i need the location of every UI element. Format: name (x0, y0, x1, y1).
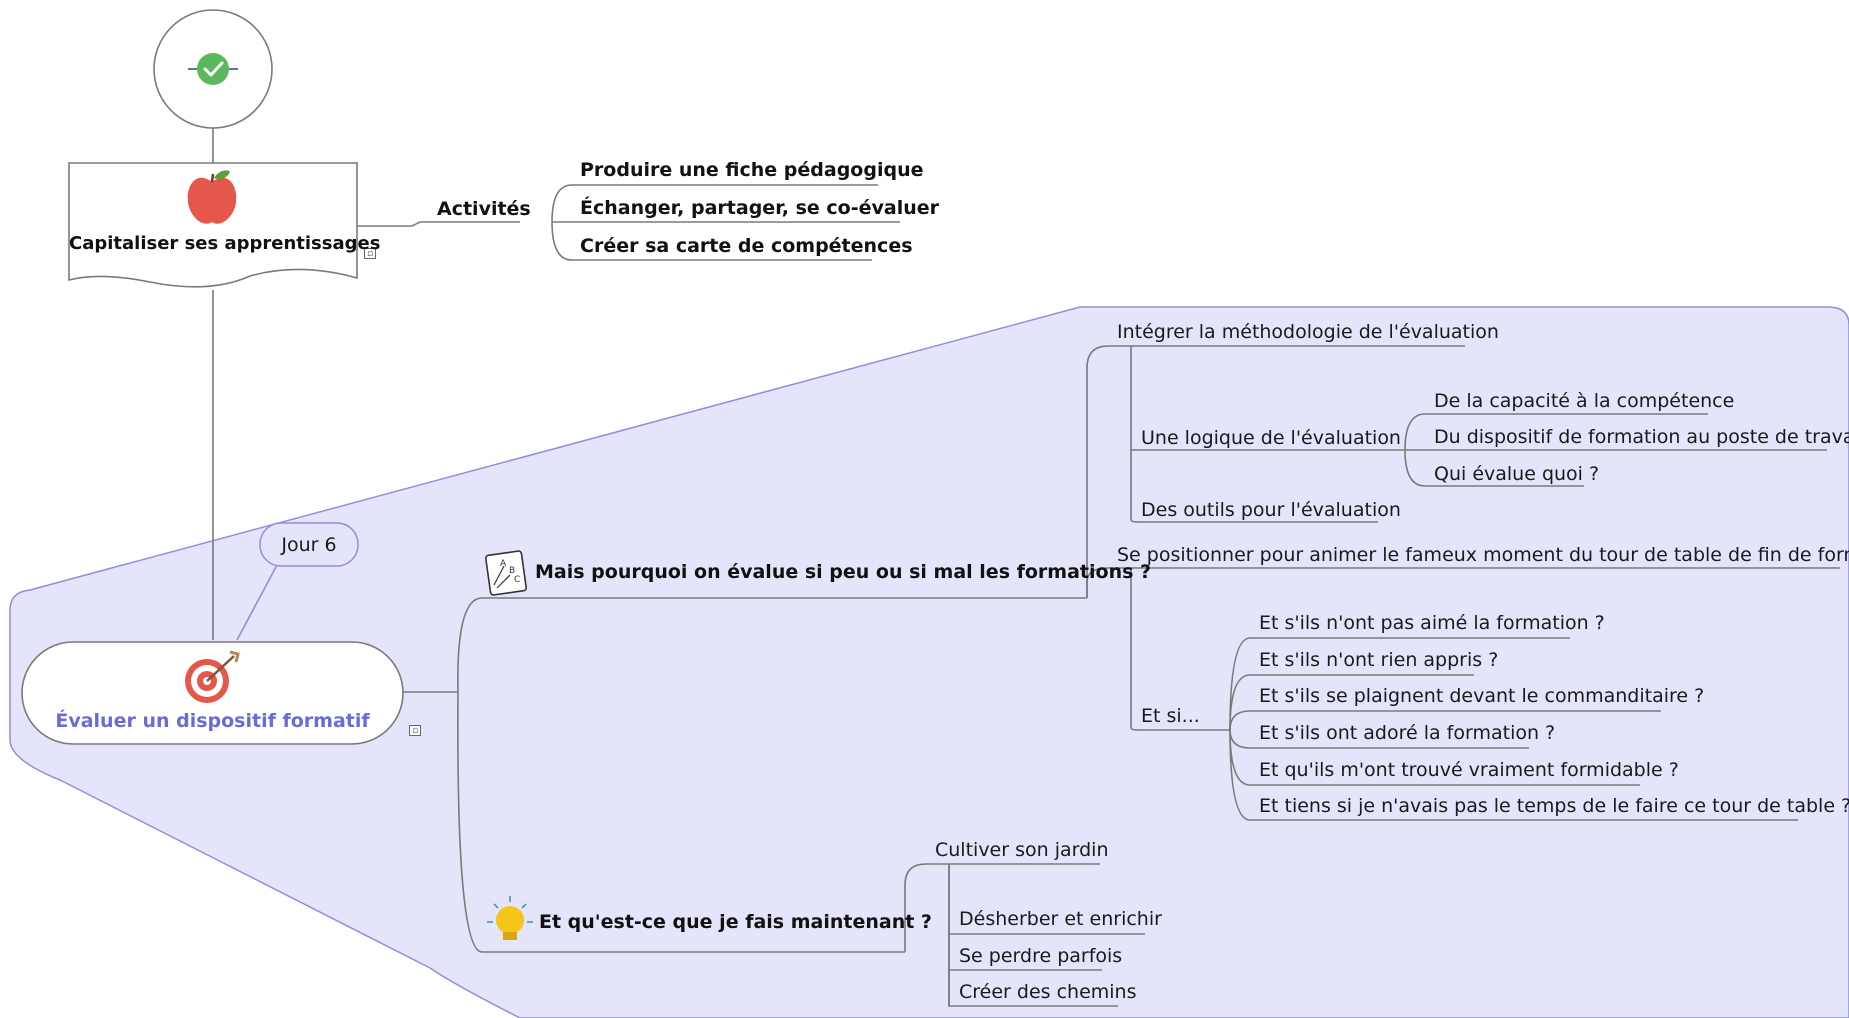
outils-item[interactable]: Des outils pour l'évaluation (1141, 499, 1401, 521)
activites-label[interactable]: Activités (437, 198, 531, 220)
etsi-child-3[interactable]: Et s'ils se plaignent devant le commandi… (1259, 685, 1705, 707)
callout-jour6[interactable]: Jour 6 (281, 534, 337, 556)
positionner-item[interactable]: Se positionner pour animer le fameux mom… (1117, 544, 1849, 566)
etsi-child-1[interactable]: Et s'ils n'ont pas aimé la formation ? (1259, 612, 1605, 634)
etsi-child-2[interactable]: Et s'ils n'ont rien appris ? (1259, 649, 1499, 671)
pourquoi-label[interactable]: Mais pourquoi on évalue si peu ou si mal… (535, 561, 1152, 583)
logique-child-1[interactable]: De la capacité à la compétence (1434, 390, 1735, 412)
collapse-toggle-capitaliser[interactable]: ▫ (364, 248, 376, 259)
integrer-item[interactable]: Intégrer la méthodologie de l'évaluation (1117, 321, 1499, 343)
evaluer-title: Évaluer un dispositif formatif (55, 710, 370, 732)
maintenant-label[interactable]: Et qu'est-ce que je fais maintenant ? (539, 911, 932, 933)
activite-item-3[interactable]: Créer sa carte de compétences (580, 235, 913, 257)
svg-text:B: B (509, 566, 515, 576)
jardin-child-1[interactable]: Désherber et enrichir (959, 908, 1162, 930)
boundary-region (9, 306, 1849, 1018)
jardin-child-3[interactable]: Créer des chemins (959, 981, 1137, 1003)
capitaliser-title: Capitaliser ses apprentissages (69, 233, 381, 254)
jardin-item[interactable]: Cultiver son jardin (935, 839, 1109, 861)
target-icon (185, 650, 240, 703)
check-icon (197, 53, 229, 85)
capitaliser-node-shape[interactable] (68, 162, 358, 288)
etsi-child-4[interactable]: Et s'ils ont adoré la formation ? (1259, 722, 1556, 744)
callout-jour6-shape[interactable] (259, 522, 359, 567)
jardin-child-2[interactable]: Se perdre parfois (959, 945, 1123, 967)
lightbulb-icon (487, 896, 533, 940)
svg-text:C: C (514, 575, 520, 585)
etsi-child-6[interactable]: Et tiens si je n'avais pas le temps de l… (1259, 795, 1849, 817)
logique-item[interactable]: Une logique de l'évaluation (1141, 427, 1401, 449)
logique-child-3[interactable]: Qui évalue quoi ? (1434, 463, 1600, 485)
apple-icon (187, 170, 237, 224)
activite-item-1[interactable]: Produire une fiche pédagogique (580, 159, 924, 181)
activite-item-2[interactable]: Échanger, partager, se co-évaluer (580, 197, 940, 219)
etsi-item[interactable]: Et si... (1141, 705, 1200, 727)
abc-notebook-icon: A B C (484, 550, 528, 596)
svg-text:A: A (500, 559, 507, 569)
logique-child-2[interactable]: Du dispositif de formation au poste de t… (1434, 426, 1849, 448)
collapse-toggle-evaluer[interactable]: ▫ (409, 725, 421, 736)
etsi-child-5[interactable]: Et qu'ils m'ont trouvé vraiment formidab… (1259, 759, 1679, 781)
